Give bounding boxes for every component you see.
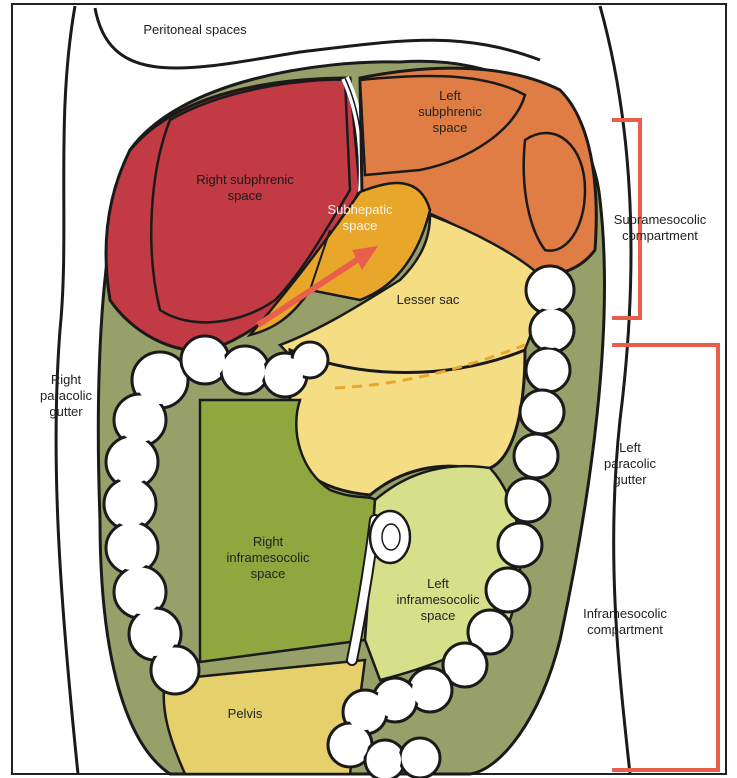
label-subhepatic: Subhepatic space <box>310 202 410 234</box>
diagram-title: Peritoneal spaces <box>110 22 280 38</box>
label-left-subphrenic: Left subphrenic space <box>400 88 500 136</box>
mesentery-loop-inner <box>382 524 400 550</box>
label-right-inframesocolic: Right inframesocolic space <box>208 534 328 582</box>
label-lesser-sac: Lesser sac <box>378 292 478 308</box>
label-left-paracolic: Left paracolic gutter <box>580 440 680 488</box>
label-right-paracolic: Right paracolic gutter <box>26 372 106 420</box>
label-left-inframesocolic: Left inframesocolic space <box>378 576 498 624</box>
label-inframesocolic: Inframesocolic compartment <box>560 606 690 638</box>
label-pelvis: Pelvis <box>205 706 285 722</box>
label-right-subphrenic: Right subphrenic space <box>165 172 325 204</box>
label-supramesocolic: Supramesocolic compartment <box>590 212 730 244</box>
